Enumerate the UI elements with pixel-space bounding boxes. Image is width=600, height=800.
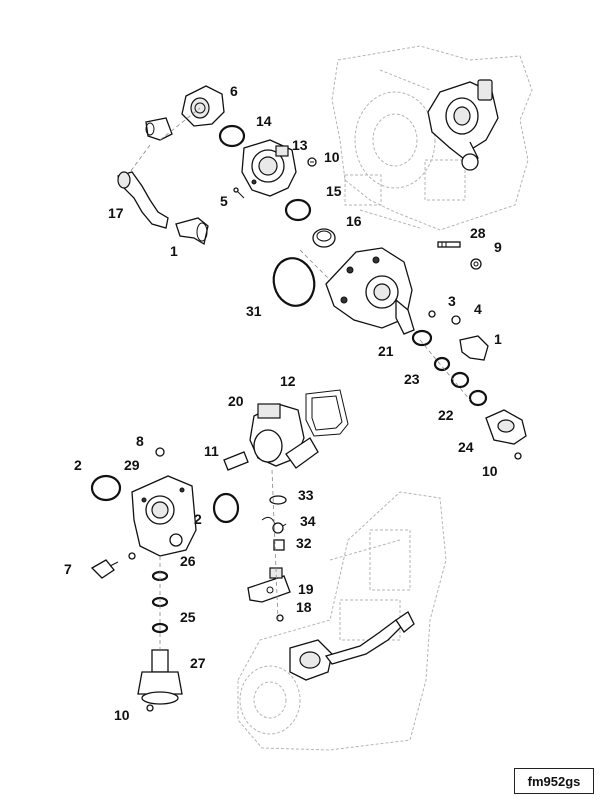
callout-12: 12 (280, 373, 296, 389)
o-ring-31 (272, 257, 316, 307)
thermostat-housing (241, 139, 297, 197)
water-pump-body (325, 247, 415, 335)
elbow-housing (181, 85, 225, 127)
callout-19: 19 (298, 581, 314, 597)
callout-9: 9 (494, 239, 502, 255)
nut-8 (155, 447, 165, 457)
sleeve-32 (273, 539, 285, 551)
washer-sensor (128, 552, 136, 560)
gasket-12 (305, 389, 349, 437)
lower-engine-housing-outline (237, 491, 447, 751)
temperature-sensor-7 (90, 559, 119, 579)
callout-10-top: 10 (324, 149, 340, 165)
o-ring-22b (468, 389, 488, 407)
thermostat-27 (137, 649, 183, 705)
o-ring-23 (433, 356, 451, 372)
sleeve-16 (312, 228, 336, 248)
callout-20: 20 (228, 393, 244, 409)
callout-25: 25 (180, 609, 196, 625)
callout-21: 21 (378, 343, 394, 359)
callout-24: 24 (458, 439, 474, 455)
washer-3 (428, 310, 436, 318)
callout-5: 5 (220, 193, 228, 209)
bracket-19 (247, 567, 291, 603)
callout-15: 15 (326, 183, 342, 199)
callout-4: 4 (474, 301, 482, 317)
callout-27: 27 (190, 655, 206, 671)
washer-33 (269, 495, 287, 505)
callout-13: 13 (292, 137, 308, 153)
callout-1-right: 1 (494, 331, 502, 347)
o-ring-14 (218, 124, 246, 148)
callout-2-left: 2 (74, 457, 82, 473)
hose-elbow-upper (145, 117, 173, 141)
callout-2-right: 2 (194, 511, 202, 527)
o-ring-29 (90, 474, 122, 502)
nut-4 (451, 315, 461, 325)
o-ring-2 (212, 492, 240, 524)
upper-engine-housing-outline (331, 45, 533, 231)
callout-16: 16 (346, 213, 362, 229)
callout-32: 32 (296, 535, 312, 551)
nut-9 (470, 258, 482, 270)
o-ring-22 (450, 371, 470, 389)
o-ring-25c (151, 622, 169, 634)
lower-installed-assembly (289, 611, 415, 681)
callout-29: 29 (124, 457, 140, 473)
bolt-10-upper (307, 157, 317, 167)
callout-33: 33 (298, 487, 314, 503)
bolt-10-bottom (146, 704, 154, 712)
callout-17: 17 (108, 205, 124, 221)
callout-26: 26 (180, 553, 196, 569)
callout-23: 23 (404, 371, 420, 387)
callout-31: 31 (246, 303, 262, 319)
callout-22: 22 (438, 407, 454, 423)
callout-28: 28 (470, 225, 486, 241)
upper-installed-pump-assembly (427, 79, 499, 171)
bolt-10-right (514, 452, 522, 460)
pipe-elbow-right (459, 335, 489, 361)
pipe-11 (223, 451, 249, 471)
fitting-24 (485, 409, 527, 445)
callout-18: 18 (296, 599, 312, 615)
callout-34: 34 (300, 513, 316, 529)
callout-11: 11 (204, 443, 219, 459)
o-ring-21 (411, 329, 433, 347)
callout-6: 6 (230, 83, 238, 99)
coolant-hose (117, 171, 169, 229)
stud-28 (437, 241, 461, 248)
callout-1-upper: 1 (170, 243, 178, 259)
callout-10-bottom: 10 (114, 707, 130, 723)
callout-8: 8 (136, 433, 144, 449)
callout-14: 14 (256, 113, 272, 129)
callout-3: 3 (448, 293, 456, 309)
callout-7: 7 (64, 561, 72, 577)
nut-18 (276, 614, 284, 622)
figure-reference-label: fm952gs (514, 768, 594, 794)
pin-5 (233, 187, 245, 199)
callout-10-right: 10 (482, 463, 498, 479)
housing-26 (131, 475, 197, 557)
hose-elbow-lower (175, 217, 209, 246)
o-ring-15 (284, 198, 312, 222)
thermostat-outlet-housing-20 (249, 403, 319, 469)
